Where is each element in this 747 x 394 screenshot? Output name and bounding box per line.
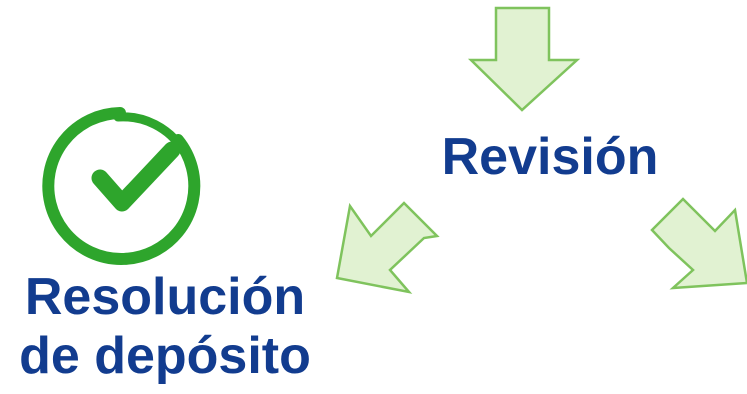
down-right-arrow-icon [650,197,747,290]
resolution-label-line1: Resolución [24,268,306,326]
down-arrow-icon [467,6,581,112]
checkmark-circle-icon [42,107,201,265]
resolution-label-line2: de depósito [19,327,311,385]
down-left-arrow-icon [335,201,440,294]
review-label: Revisión [441,128,659,186]
